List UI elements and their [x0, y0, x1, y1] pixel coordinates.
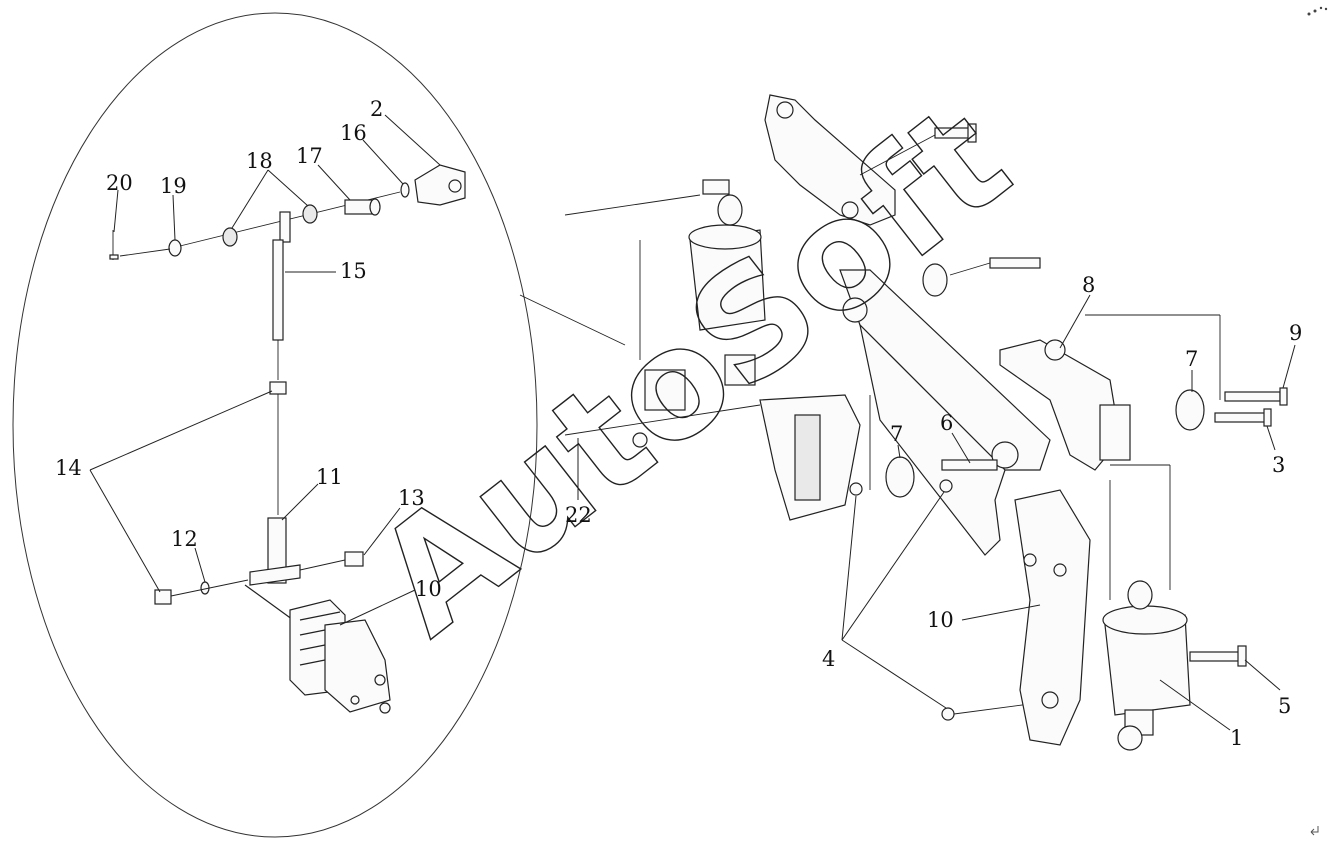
- leader-lines: [89, 114, 1296, 731]
- part-label-22: 22: [565, 503, 592, 527]
- part-label-18: 17: [296, 144, 323, 168]
- part-label-7-left: 7: [890, 422, 903, 446]
- return-arrow-icon: [1310, 826, 1319, 836]
- detail-linkage: [109, 164, 466, 714]
- part-label-15: 14: [55, 456, 82, 480]
- part-label-11: 10: [415, 577, 442, 601]
- detail-connector-line: [519, 294, 626, 346]
- part-label-1: 1: [1230, 726, 1243, 750]
- part-label-13: 12: [171, 527, 198, 551]
- part-labels: 2 16 17 18 19 20 15 11 13 14 12 10 22 8 …: [55, 97, 1302, 750]
- part-label-2: 2: [370, 97, 383, 121]
- part-label-21: 20: [106, 171, 133, 195]
- part-label-7-right: 7: [1185, 347, 1198, 371]
- detail-view-ellipse: [12, 12, 538, 838]
- part-label-10: 10: [927, 608, 954, 632]
- part-label-12: 11: [316, 465, 343, 489]
- part-label-17: 16: [340, 121, 367, 145]
- part-label-19: 18: [246, 149, 273, 173]
- part-label-8: 8: [1082, 273, 1095, 297]
- part-label-16: 15: [340, 259, 367, 283]
- part-label-6: 6: [940, 411, 953, 435]
- part-label-9: 9: [1289, 321, 1302, 345]
- part-label-20: 19: [160, 174, 187, 198]
- part-label-14: 13: [398, 486, 425, 510]
- part-label-5: 5: [1278, 694, 1291, 718]
- main-assembly: [564, 94, 1288, 751]
- part-label-4: 4: [822, 647, 835, 671]
- corner-dots: [1307, 6, 1328, 16]
- part-label-3: 3: [1272, 453, 1285, 477]
